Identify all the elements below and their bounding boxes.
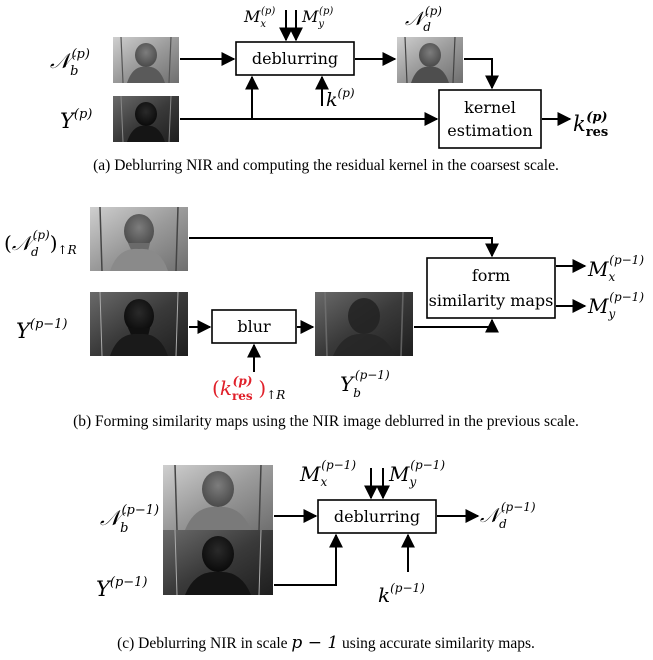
- label-mx-c: Mx(p−1): [299, 458, 356, 489]
- caption-b: (b) Forming similarity maps using the NI…: [73, 413, 579, 430]
- label-my-b: My(p−1): [587, 290, 644, 321]
- deblurring-box-a-label: deblurring: [252, 49, 338, 68]
- arrow-nd-to-form: [189, 237, 499, 258]
- form-box-line1: form: [472, 266, 510, 285]
- label-kres-up-b: (kres(p))↑R: [212, 374, 285, 403]
- panel-b: blur form similarity maps (𝒩d(p))↑R Y(p−…: [4, 206, 644, 430]
- label-mx-b: Mx(p−1): [587, 253, 644, 284]
- arrow-y-to-deblur-c: [274, 533, 343, 586]
- label-y-b: Y(p−1): [16, 317, 68, 343]
- label-k-c: k(p−1): [378, 581, 425, 607]
- deblurring-box-c-label: deblurring: [334, 507, 420, 526]
- kernel-estimation-box: [438, 89, 542, 149]
- label-nd-c: 𝒩d(p−1): [480, 500, 536, 531]
- label-kres-a: kres(p): [573, 110, 608, 140]
- form-box-line2: similarity maps: [429, 291, 554, 310]
- arrow-nd-to-kernel: [464, 58, 499, 90]
- thumb-rgb-b: [90, 291, 188, 357]
- label-k-a: k(p): [326, 86, 355, 111]
- thumb-rgb-c: [163, 529, 273, 596]
- thumb-nir-deblurred-a: [397, 36, 463, 84]
- label-nb-a: 𝒩b(p): [50, 47, 90, 79]
- thumb-nir-blurred-a: [113, 36, 179, 84]
- label-y-c: Y(p−1): [96, 575, 148, 601]
- panel-a: deblurring kernel estimation 𝒩b(p) Y(p) …: [50, 4, 608, 174]
- blur-box: [211, 309, 297, 344]
- kernel-box-line2: estimation: [447, 121, 532, 140]
- label-nd-up-b: (𝒩d(p))↑R: [4, 228, 77, 259]
- kernel-box-line1: kernel: [464, 98, 516, 117]
- thumb-nir-deblurred-up-b: [90, 206, 188, 272]
- label-y-a: Y(p): [60, 107, 92, 133]
- blur-box-label: blur: [237, 317, 271, 336]
- panel-c: deblurring 𝒩b(p−1) Y(p−1) Mx(p−1) My(p−1…: [96, 458, 536, 653]
- label-nb-c: 𝒩b(p−1): [100, 503, 159, 536]
- thumb-nir-blurred-c: [163, 464, 273, 531]
- caption-c: (c) Deblurring NIR in scale p − 1 using …: [117, 633, 535, 653]
- form-similarity-box: [426, 257, 556, 319]
- deblurring-box-a: [235, 41, 355, 76]
- label-yb-b: Yb(p−1): [340, 368, 390, 400]
- caption-a: (a) Deblurring NIR and computing the res…: [93, 157, 559, 174]
- label-nd-a: 𝒩d(p): [405, 4, 442, 34]
- arrow-yb-to-form: [414, 318, 499, 333]
- thumb-rgb-a: [113, 95, 179, 143]
- label-my-c: My(p−1): [388, 458, 445, 489]
- label-mx-a: Mx(p): [243, 6, 275, 30]
- thumb-rgb-blurred-b: [315, 291, 413, 357]
- label-my-a: My(p): [301, 6, 333, 30]
- deblurring-box-c: [317, 499, 437, 534]
